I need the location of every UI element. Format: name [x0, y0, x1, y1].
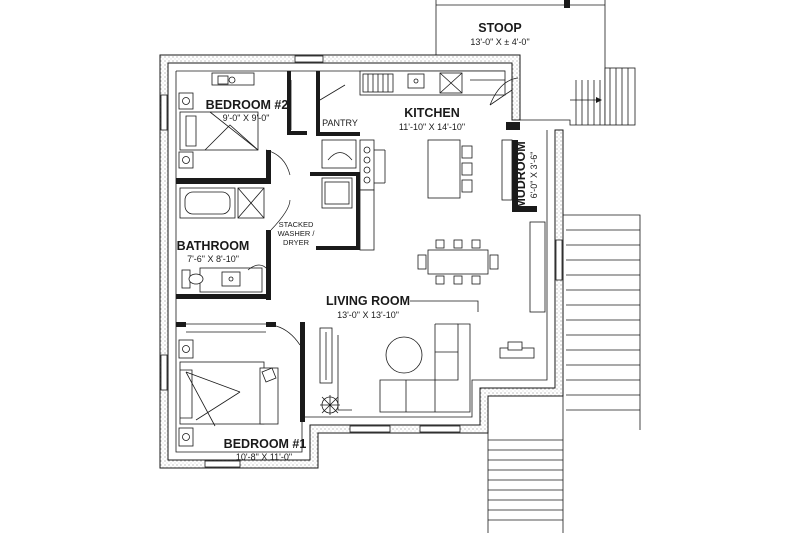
bedroom1-label: BEDROOM #1 [224, 437, 307, 451]
exterior-stairs-bottom [487, 396, 564, 533]
bedroom2-dimensions: 9'-0" X 9'-0" [223, 113, 270, 123]
plant-icon [320, 395, 340, 415]
bedroom1: BEDROOM #1 10'-8" X 11'-0" [178, 325, 307, 462]
bathroom-dimensions: 7'-6" X 8'-10" [187, 254, 239, 264]
pantry-label: PANTRY [322, 118, 358, 128]
kitchen: KITCHEN 11'-10" X 14'-10" [321, 70, 519, 251]
stoop-label: STOOP [478, 21, 522, 35]
bathroom: BATHROOM 7'-6" X 8'-10" [177, 187, 269, 293]
kitchen-label: KITCHEN [404, 106, 460, 120]
stoop-dimensions: 13'-0" X ± 4'-0" [470, 37, 529, 47]
bedroom1-dimensions: 10'-8" X 11'-0" [236, 452, 292, 462]
living-room: LIVING ROOM 13'-0" X 13'-10" [319, 221, 546, 415]
stoop-area: STOOP 13'-0" X ± 4'-0" [435, 0, 636, 126]
kitchen-dimensions: 11'-10" X 14'-10" [399, 122, 465, 132]
bedroom2-label: BEDROOM #2 [206, 98, 289, 112]
pantry: PANTRY [319, 84, 358, 128]
mudroom-label: MUDROOM [514, 141, 528, 208]
interior-walls [176, 71, 537, 422]
bathroom-label: BATHROOM [177, 239, 250, 253]
windows [160, 55, 563, 468]
laundry-label-line1: STACKED [279, 220, 314, 229]
living-room-dimensions: 13'-0" X 13'-10" [337, 310, 399, 320]
stoop-steps [570, 67, 636, 126]
laundry-label-line2: WASHER / [278, 229, 316, 238]
mudroom-dimensions: 6'-0" X 3'-6" [529, 152, 539, 199]
bedroom2: BEDROOM #2 9'-0" X 9'-0" [178, 72, 292, 176]
laundry: STACKED WASHER / DRYER [270, 177, 353, 247]
laundry-label-line3: DRYER [283, 238, 310, 247]
interior-outline [175, 71, 548, 453]
exterior-wall-band [159, 54, 564, 469]
living-room-label: LIVING ROOM [326, 294, 410, 308]
exterior-stairs-right [563, 214, 641, 430]
mudroom: MUDROOM 6'-0" X 3'-6" [501, 139, 539, 209]
